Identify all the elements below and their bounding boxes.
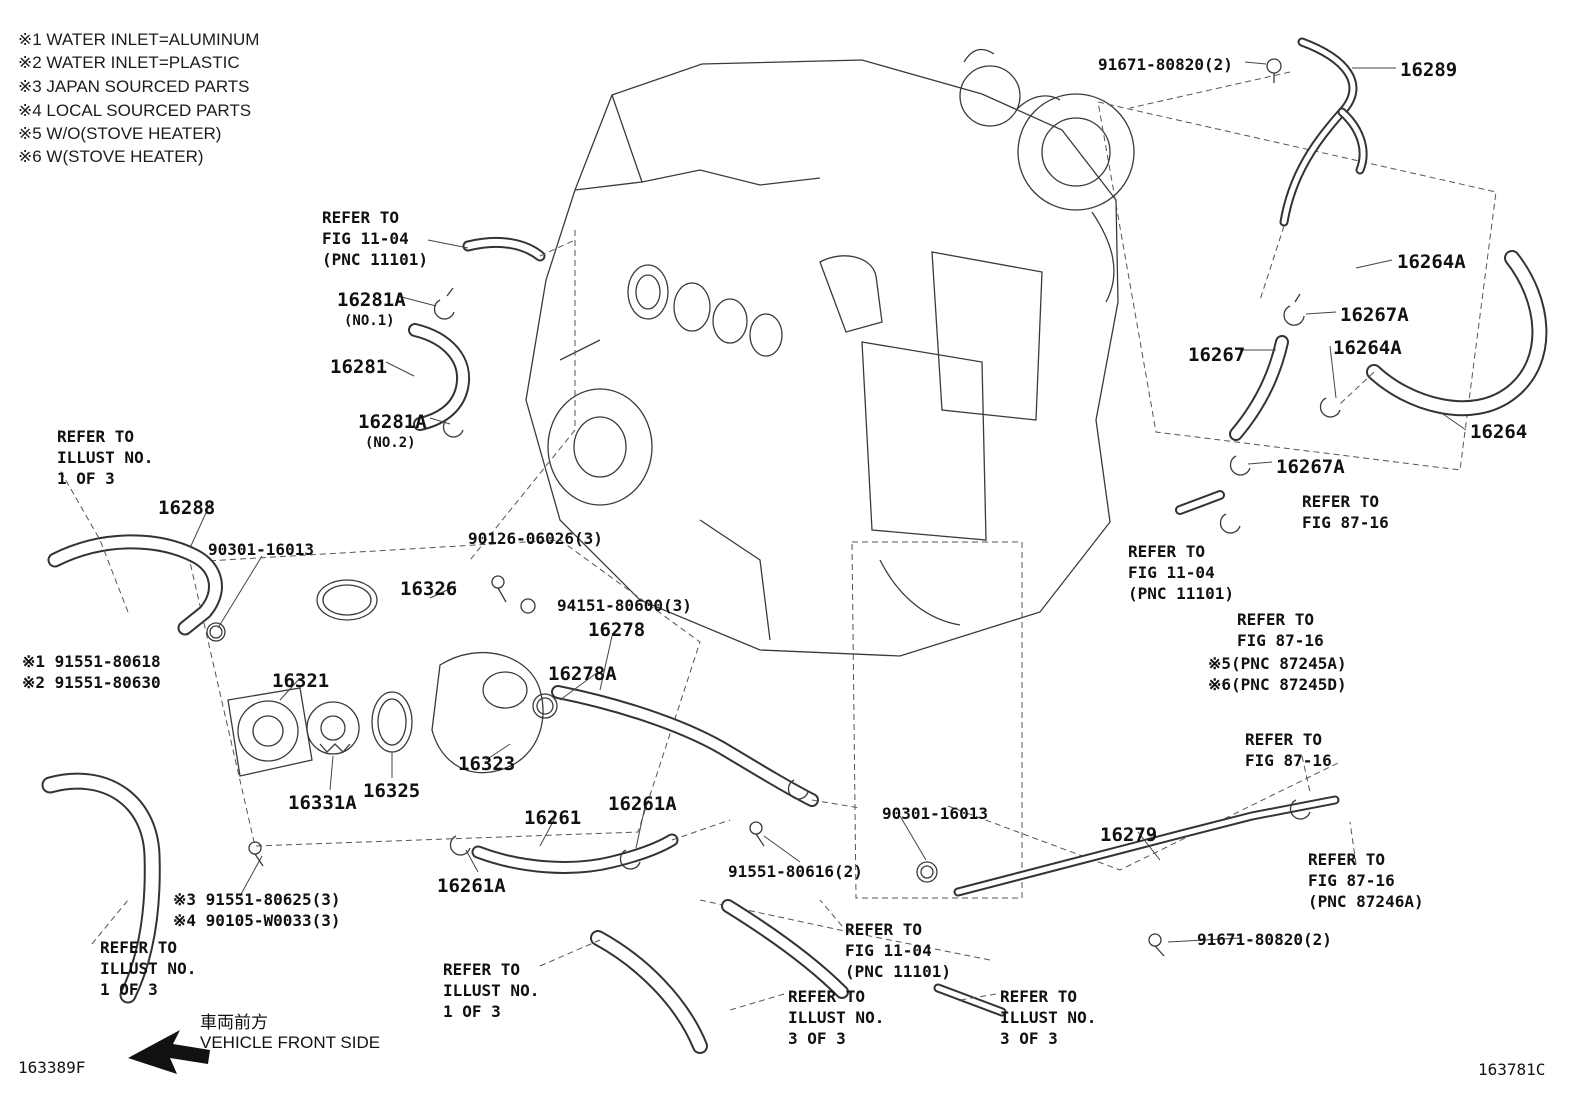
- ref-illust-1of3-upper-left: REFER TO ILLUST NO. 1 OF 3: [57, 427, 154, 488]
- ref-pnc-87245: ※5(PNC 87245A) ※6(PNC 87245D): [1208, 654, 1347, 694]
- ref-fig-11-04-bottom: REFER TO FIG 11-04 (PNC 11101): [845, 920, 951, 981]
- ref-illust-1of3-bottom-mid: REFER TO ILLUST NO. 1 OF 3: [443, 960, 540, 1021]
- dashed-leader-lines: [59, 71, 1375, 1011]
- note-3: ※3 JAPAN SOURCED PARTS: [18, 77, 250, 96]
- ref-fig-87-16-upper: REFER TO FIG 87-16: [1302, 492, 1389, 532]
- part-label-16321[interactable]: 16321: [272, 670, 330, 692]
- ref-fig-87-16-lower: REFER TO FIG 87-16: [1245, 730, 1332, 770]
- part-label-90301-16013-right[interactable]: 90301-16013: [882, 804, 988, 823]
- part-label-16326[interactable]: 16326: [400, 578, 458, 600]
- part-label-16281A-no1[interactable]: 16281A: [337, 289, 406, 311]
- ref-illust-3of3-left: REFER TO ILLUST NO. 3 OF 3: [788, 987, 885, 1048]
- ref-illust-3of3-right: REFER TO ILLUST NO. 3 OF 3: [1000, 987, 1097, 1048]
- part-label-91671-80820-bottom[interactable]: 91671-80820(2): [1197, 930, 1332, 949]
- part-label-16267[interactable]: 16267: [1188, 344, 1246, 366]
- part-label-16264A-lower[interactable]: 16264A: [1333, 337, 1402, 359]
- part-label-16278[interactable]: 16278: [588, 619, 646, 641]
- part-label-91551-80625-w0033[interactable]: ※3 91551-80625(3) ※4 90105-W0033(3): [173, 890, 341, 930]
- note-2: ※2 WATER INLET=PLASTIC: [18, 53, 240, 72]
- part-label-16281A-no2[interactable]: 16281A: [358, 411, 427, 433]
- part-label-94151-80600[interactable]: 94151-80600(3): [557, 596, 692, 615]
- turbocharger-drawing: [959, 48, 1135, 303]
- vehicle-front-arrow: [128, 1030, 210, 1074]
- part-label-90301-16013-left[interactable]: 90301-16013: [208, 540, 314, 559]
- part-label-16267A-upper[interactable]: 16267A: [1340, 304, 1409, 326]
- fasteners-drawing: [248, 58, 1341, 957]
- part-label-16279[interactable]: 16279: [1100, 824, 1158, 846]
- part-label-16261A-right[interactable]: 16261A: [608, 793, 677, 815]
- drawing-code-right: 163781C: [1478, 1060, 1546, 1079]
- part-label-16264[interactable]: 16264: [1470, 421, 1528, 443]
- part-label-16289[interactable]: 16289: [1400, 59, 1458, 81]
- ref-fig-87-16-pnc-87246a: REFER TO FIG 87-16 (PNC 87246A): [1308, 850, 1424, 911]
- part-label-90126-06026[interactable]: 90126-06026(3): [468, 529, 603, 548]
- part-label-16281A-no1-suffix: (NO.1): [344, 313, 395, 329]
- leader-lines: [189, 61, 1467, 943]
- part-label-16288[interactable]: 16288: [158, 497, 216, 519]
- note-4: ※4 LOCAL SOURCED PARTS: [18, 101, 252, 120]
- part-label-91551-80618-630[interactable]: ※1 91551-80618 ※2 91551-80630: [22, 652, 161, 692]
- part-label-16323[interactable]: 16323: [458, 753, 516, 775]
- ref-fig-11-04-upper-left: REFER TO FIG 11-04 (PNC 11101): [322, 208, 428, 269]
- part-label-16278A[interactable]: 16278A: [548, 663, 617, 685]
- note-1: ※1 WATER INLET=ALUMINUM: [18, 30, 260, 49]
- part-label-16264A-upper[interactable]: 16264A: [1397, 251, 1466, 273]
- hoses-drawing: [41, 37, 1548, 1054]
- part-label-16281[interactable]: 16281: [330, 356, 388, 378]
- part-label-16267A-lower[interactable]: 16267A: [1276, 456, 1345, 478]
- note-5: ※5 W/O(STOVE HEATER): [18, 124, 222, 143]
- part-label-91671-80820-top[interactable]: 91671-80820(2): [1098, 55, 1233, 74]
- ref-fig-87-16-mid: REFER TO FIG 87-16: [1237, 610, 1324, 650]
- vehicle-front-jp: 車両前方: [200, 1013, 268, 1032]
- part-label-16331A[interactable]: 16331A: [288, 792, 357, 814]
- note-6: ※6 W(STOVE HEATER): [18, 147, 204, 166]
- part-label-16281A-no2-suffix: (NO.2): [365, 435, 416, 451]
- part-label-16261[interactable]: 16261: [524, 807, 582, 829]
- thermostat-parts-drawing: [206, 579, 938, 883]
- part-label-16325[interactable]: 16325: [363, 780, 421, 802]
- engine-block-drawing: [525, 59, 1119, 657]
- part-label-16261A-left[interactable]: 16261A: [437, 875, 506, 897]
- part-label-91551-80616[interactable]: 91551-80616(2): [728, 862, 863, 881]
- drawing-code-left: 163389F: [18, 1058, 86, 1077]
- vehicle-front-en: VEHICLE FRONT SIDE: [200, 1033, 381, 1052]
- ref-fig-11-04-right: REFER TO FIG 11-04 (PNC 11101): [1128, 542, 1234, 603]
- ref-illust-1of3-lower-left: REFER TO ILLUST NO. 1 OF 3: [100, 938, 197, 999]
